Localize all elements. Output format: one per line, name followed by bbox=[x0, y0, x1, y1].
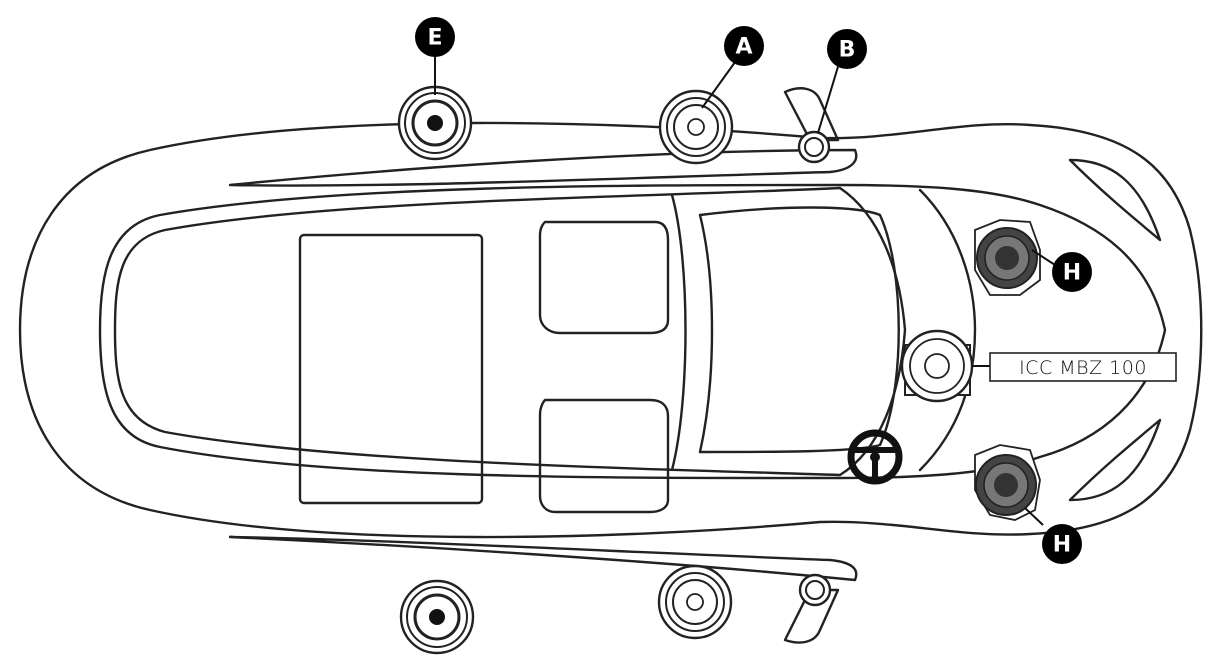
speaker-a-top bbox=[658, 89, 734, 165]
model-label: ICC MBZ 100 bbox=[1019, 357, 1147, 379]
badge-h-top: H bbox=[1052, 252, 1092, 292]
badge-h-bottom: H bbox=[1042, 524, 1082, 564]
speaker-e-bottom bbox=[399, 579, 475, 655]
callout-lines bbox=[434, 54, 1056, 526]
speaker-h-top bbox=[974, 219, 1041, 296]
badge-h-bottom-label: H bbox=[1053, 533, 1071, 558]
car-body-outline bbox=[18, 87, 1203, 644]
badge-a: A bbox=[724, 26, 764, 66]
badge-b-label: B bbox=[839, 38, 856, 63]
speaker-h-bottom bbox=[974, 444, 1041, 521]
tweeter-b-top bbox=[797, 130, 831, 164]
speaker-a-bottom bbox=[657, 564, 733, 640]
badge-a-label: A bbox=[735, 35, 752, 60]
badge-h-top-label: H bbox=[1063, 261, 1081, 286]
center-speaker bbox=[900, 329, 974, 403]
badge-e-label: E bbox=[427, 26, 442, 51]
steering-wheel-icon bbox=[847, 429, 903, 485]
badge-e: E bbox=[415, 17, 455, 57]
tweeter-b-bottom bbox=[798, 573, 832, 607]
model-label-box: ICC MBZ 100 bbox=[989, 352, 1177, 382]
speaker-e-top bbox=[397, 85, 473, 161]
badge-b: B bbox=[827, 29, 867, 69]
